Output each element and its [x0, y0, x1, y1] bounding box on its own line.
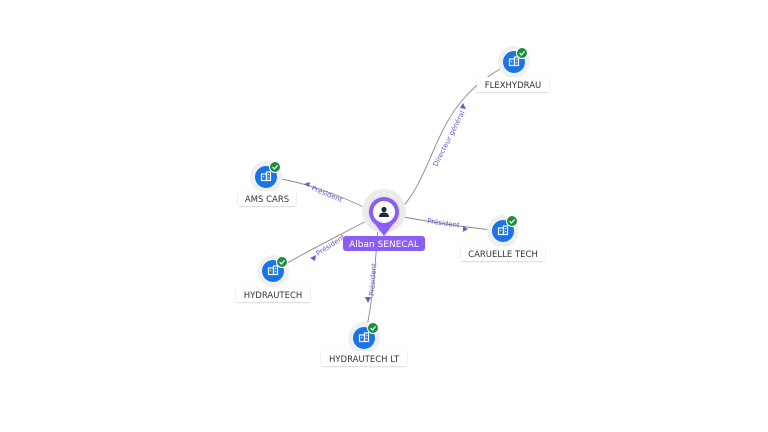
company-node-ams-cars[interactable]: AMS CARS — [238, 161, 296, 206]
edge-label-ams-cars: Président — [310, 184, 344, 204]
arrow-flexhydrau — [460, 103, 466, 109]
arrow-hydrautech — [310, 255, 316, 261]
company-name: HYDRAUTECH LT — [329, 355, 400, 365]
node-label-box — [236, 287, 310, 302]
check-mark-icon — [370, 326, 377, 331]
check-badge-icon — [367, 322, 379, 334]
building-icon — [497, 225, 509, 236]
arrow-hydrautech-lt — [365, 297, 371, 303]
company-node-hydrautech[interactable]: HYDRAUTECH — [236, 255, 310, 302]
company-node-hydrautech-lt[interactable]: HYDRAUTECH LT — [321, 322, 407, 366]
building-icon — [267, 265, 279, 276]
edge-label-hydrautech-lt: Président — [368, 263, 378, 296]
check-badge-icon — [516, 47, 528, 59]
check-mark-icon — [519, 51, 526, 56]
company-name: HYDRAUTECH — [244, 291, 303, 301]
center-person-node[interactable]: Alban SENECAL — [343, 189, 425, 251]
building-icon — [260, 171, 272, 182]
check-badge-icon — [506, 215, 518, 227]
arrow-ams-cars — [304, 182, 310, 187]
node-label-box — [238, 191, 296, 206]
company-name: FLEXHYDRAU — [485, 81, 542, 91]
check-mark-icon — [272, 165, 279, 170]
node-label-box — [477, 77, 549, 92]
node-label-box — [461, 246, 545, 261]
edge-arrows — [304, 103, 468, 303]
check-mark-icon — [509, 219, 516, 224]
check-badge-icon — [276, 256, 288, 268]
building-icon — [358, 332, 370, 343]
edge-label-caruelle-tech: Président — [427, 217, 461, 230]
building-icon — [508, 56, 520, 67]
check-badge-icon — [269, 161, 281, 173]
company-node-caruelle-tech[interactable]: CARUELLE TECH — [461, 215, 545, 261]
node-label-box — [321, 351, 407, 366]
company-name: AMS CARS — [245, 195, 289, 205]
center-label-box — [343, 236, 425, 251]
arrow-caruelle-tech — [463, 226, 468, 232]
person-name: Alban SENECAL — [349, 240, 419, 250]
person-icon — [379, 206, 389, 217]
company-node-flexhydrau[interactable]: FLEXHYDRAU — [477, 46, 549, 92]
check-mark-icon — [279, 260, 286, 265]
company-name: CARUELLE TECH — [468, 250, 538, 260]
